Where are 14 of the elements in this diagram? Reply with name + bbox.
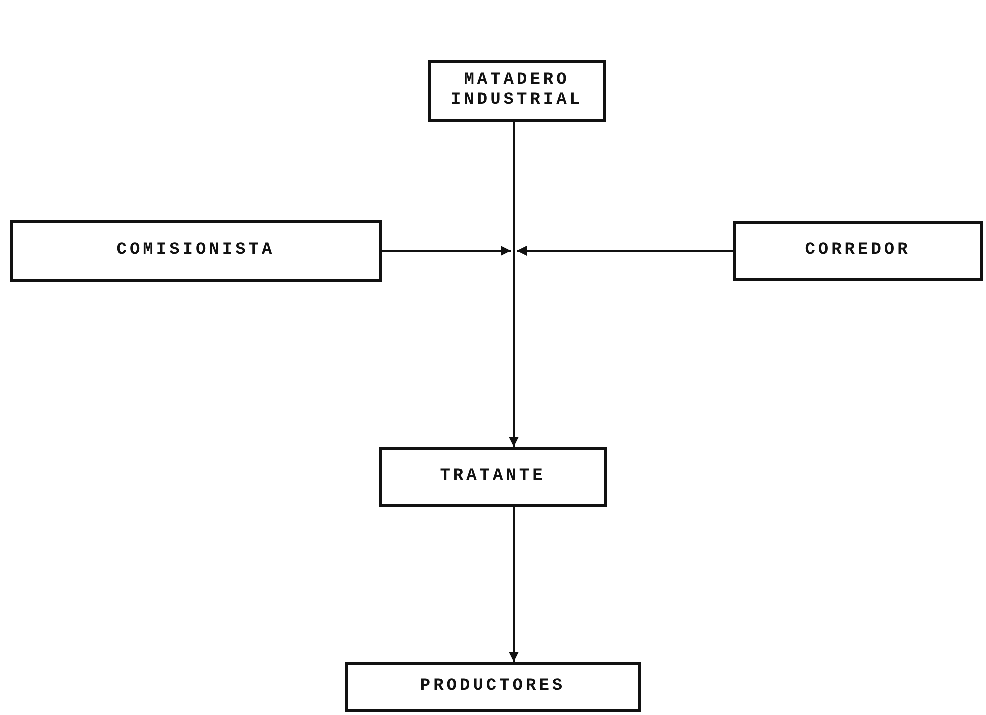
node-label: MATADERO INDUSTRIAL <box>450 70 584 112</box>
arrow <box>509 507 519 662</box>
node-label: COMISIONISTA <box>116 240 276 262</box>
process-box <box>733 221 983 281</box>
process-box <box>345 662 641 712</box>
arrow <box>509 122 519 447</box>
process-box <box>379 447 607 507</box>
node-label: PRODUCTORES <box>420 676 566 698</box>
process-box <box>10 220 382 282</box>
node-label: TRATANTE <box>440 466 546 488</box>
arrow <box>517 246 733 256</box>
node-label: CORREDOR <box>805 240 911 262</box>
arrow <box>382 246 511 256</box>
process-box <box>428 60 606 122</box>
